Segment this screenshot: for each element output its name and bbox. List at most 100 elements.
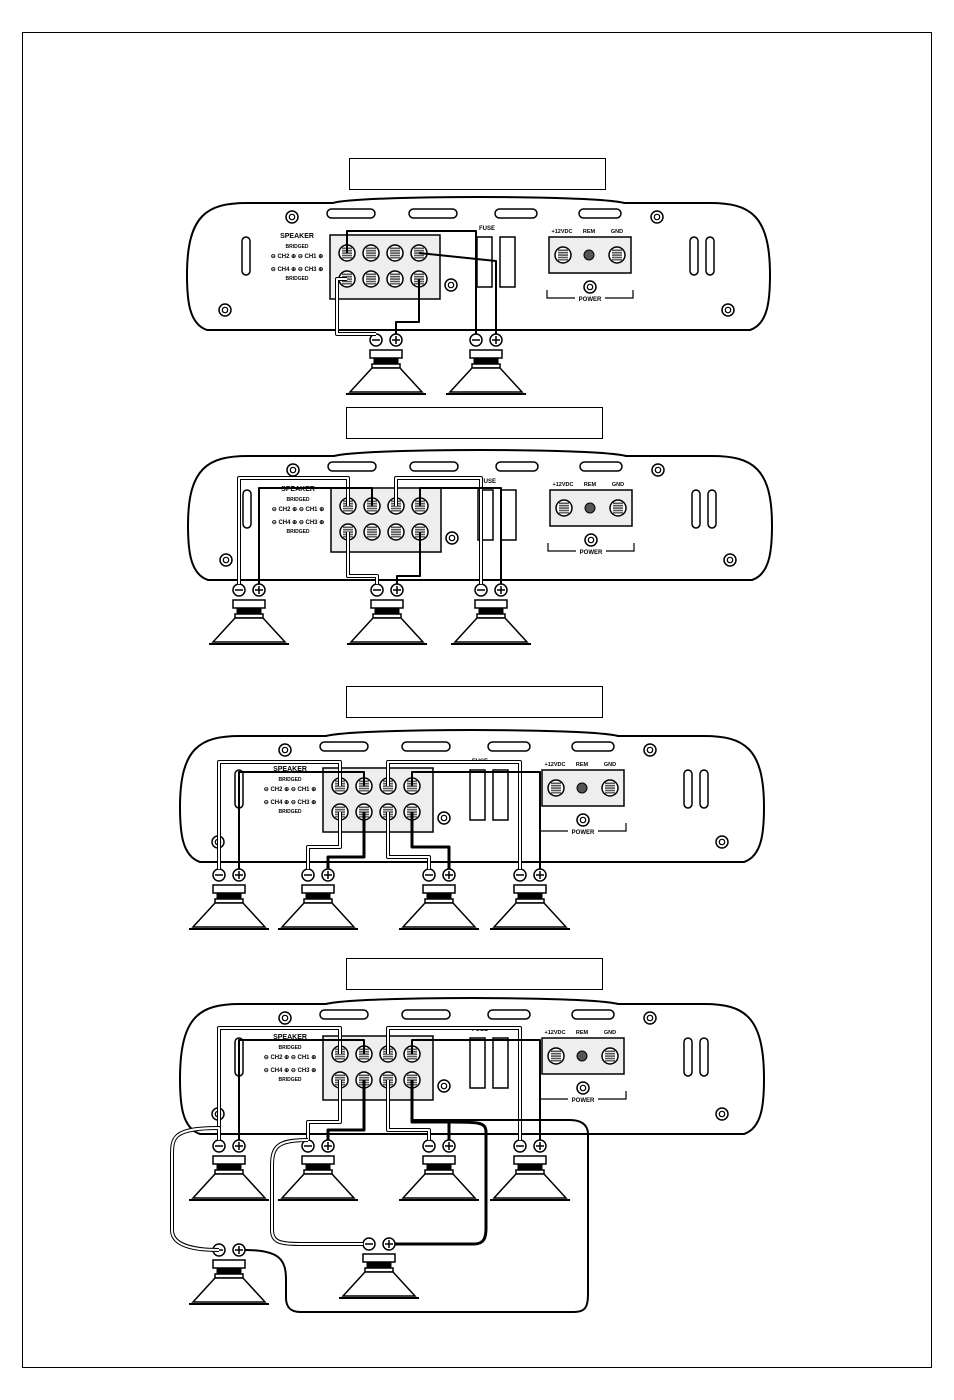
speaker-magnet-ring xyxy=(426,1163,452,1171)
vent-slot xyxy=(401,1009,451,1020)
screw-center-icon xyxy=(281,746,289,754)
speaker-magnet-ring xyxy=(236,607,262,615)
speaker-4 xyxy=(490,868,570,930)
speaker-magnet-top xyxy=(301,1155,335,1165)
speaker-cone xyxy=(349,617,425,643)
screw-center-icon xyxy=(646,1014,654,1022)
vent-slot xyxy=(319,741,369,752)
speaker-label: SPEAKER xyxy=(273,1034,307,1041)
speaker-cone xyxy=(280,1173,356,1199)
speaker-wire-fill xyxy=(307,1080,341,1140)
channel-row-bottom: ⊖ CH4 ⊕ ⊖ CH3 ⊕ xyxy=(271,267,323,273)
plus12-label: +12VDC xyxy=(552,229,573,235)
speaker-3 xyxy=(451,583,531,645)
speaker-cone xyxy=(453,617,529,643)
speaker-label: SPEAKER xyxy=(281,486,315,493)
gnd-label: GND xyxy=(604,762,616,768)
power-label: POWER xyxy=(572,1098,595,1104)
channel-row-top: ⊖ CH2 ⊕ ⊖ CH1 ⊕ xyxy=(271,254,323,260)
speaker-magnet-top xyxy=(369,349,403,359)
speaker-wire xyxy=(395,279,420,334)
screw-center-icon xyxy=(222,556,230,564)
terminal-head xyxy=(390,247,400,259)
speaker-cone xyxy=(191,902,267,928)
speaker-wire xyxy=(326,1080,366,1140)
channel-row-top: ⊖ CH2 ⊕ ⊖ CH1 ⊕ xyxy=(264,1055,316,1061)
speaker-magnet-top xyxy=(370,599,404,609)
vent-slot xyxy=(327,461,377,472)
speaker-wire xyxy=(419,487,502,584)
speaker-wire-fill xyxy=(271,1139,363,1245)
screw-center-icon xyxy=(288,213,296,221)
power-bracket xyxy=(546,290,634,299)
vent-slot xyxy=(487,1009,531,1020)
vent-slot xyxy=(401,741,451,752)
speaker-wire xyxy=(411,771,541,869)
power-label: POWER xyxy=(572,830,595,836)
rem-terminal xyxy=(576,1050,588,1062)
screw-center-icon xyxy=(653,213,661,221)
fuse-label: FUSE xyxy=(480,479,496,485)
power-label: POWER xyxy=(579,297,602,303)
bridged-label-top: BRIDGED xyxy=(278,1045,301,1051)
speaker-magnet-ring xyxy=(305,1163,331,1171)
screw-center-icon xyxy=(726,556,734,564)
rem-label: REM xyxy=(584,482,597,488)
fuse-left xyxy=(469,1037,486,1089)
speaker-wire-fill xyxy=(347,532,378,584)
gnd-label: GND xyxy=(611,229,623,235)
speaker-magnet-ring xyxy=(305,892,331,900)
terminal-head xyxy=(605,782,615,794)
vent-slot-vertical xyxy=(707,489,717,529)
gnd-label: GND xyxy=(604,1030,616,1036)
channel-row-top: ⊖ CH2 ⊕ ⊖ CH1 ⊕ xyxy=(272,507,324,513)
screw-center-icon xyxy=(587,536,595,544)
vent-slot xyxy=(326,208,376,219)
bridged-label-bottom: BRIDGED xyxy=(278,1077,301,1083)
speaker-label: SPEAKER xyxy=(273,766,307,773)
terminal-head xyxy=(367,526,377,538)
speaker-magnet-ring xyxy=(517,1163,543,1171)
rem-terminal xyxy=(583,249,595,261)
vent-slot-vertical xyxy=(699,1037,709,1077)
speaker-wire xyxy=(238,1039,365,1140)
terminal-head xyxy=(391,526,401,538)
bridged-label-top: BRIDGED xyxy=(286,497,309,503)
rem-label: REM xyxy=(576,1030,589,1036)
speaker-wire-fill xyxy=(395,477,482,584)
speaker-wire xyxy=(410,1080,451,1140)
speaker-wire-fill xyxy=(387,1080,430,1140)
speaker-wire xyxy=(238,771,365,869)
speaker-wire xyxy=(395,1120,488,1246)
speaker-3 xyxy=(399,868,479,930)
caption-box-4 xyxy=(346,958,603,990)
speaker-magnet-ring xyxy=(426,892,452,900)
speaker-wire-fill xyxy=(218,761,341,869)
vent-slot xyxy=(408,208,458,219)
vent-slot xyxy=(495,461,539,472)
vent-slot xyxy=(571,1009,615,1020)
rem-label: REM xyxy=(576,762,589,768)
speaker-magnet-ring xyxy=(216,1267,242,1275)
speaker-wire xyxy=(326,812,366,869)
speaker-magnet-ring xyxy=(478,607,504,615)
speaker-cone xyxy=(492,902,568,928)
speaker-magnet-top xyxy=(422,884,456,894)
terminal-head xyxy=(612,249,622,261)
vent-slot xyxy=(579,461,623,472)
speaker-wire xyxy=(244,1119,589,1313)
vent-slot-vertical xyxy=(699,769,709,809)
screw-center-icon xyxy=(586,283,594,291)
speaker-cone xyxy=(341,1271,417,1297)
speaker-3 xyxy=(399,1139,479,1201)
caption-box-3 xyxy=(346,686,603,718)
speaker-wire-fill xyxy=(336,278,376,335)
terminal-head xyxy=(390,273,400,285)
speaker-magnet-ring xyxy=(366,1261,392,1269)
speaker-wire xyxy=(410,812,451,869)
